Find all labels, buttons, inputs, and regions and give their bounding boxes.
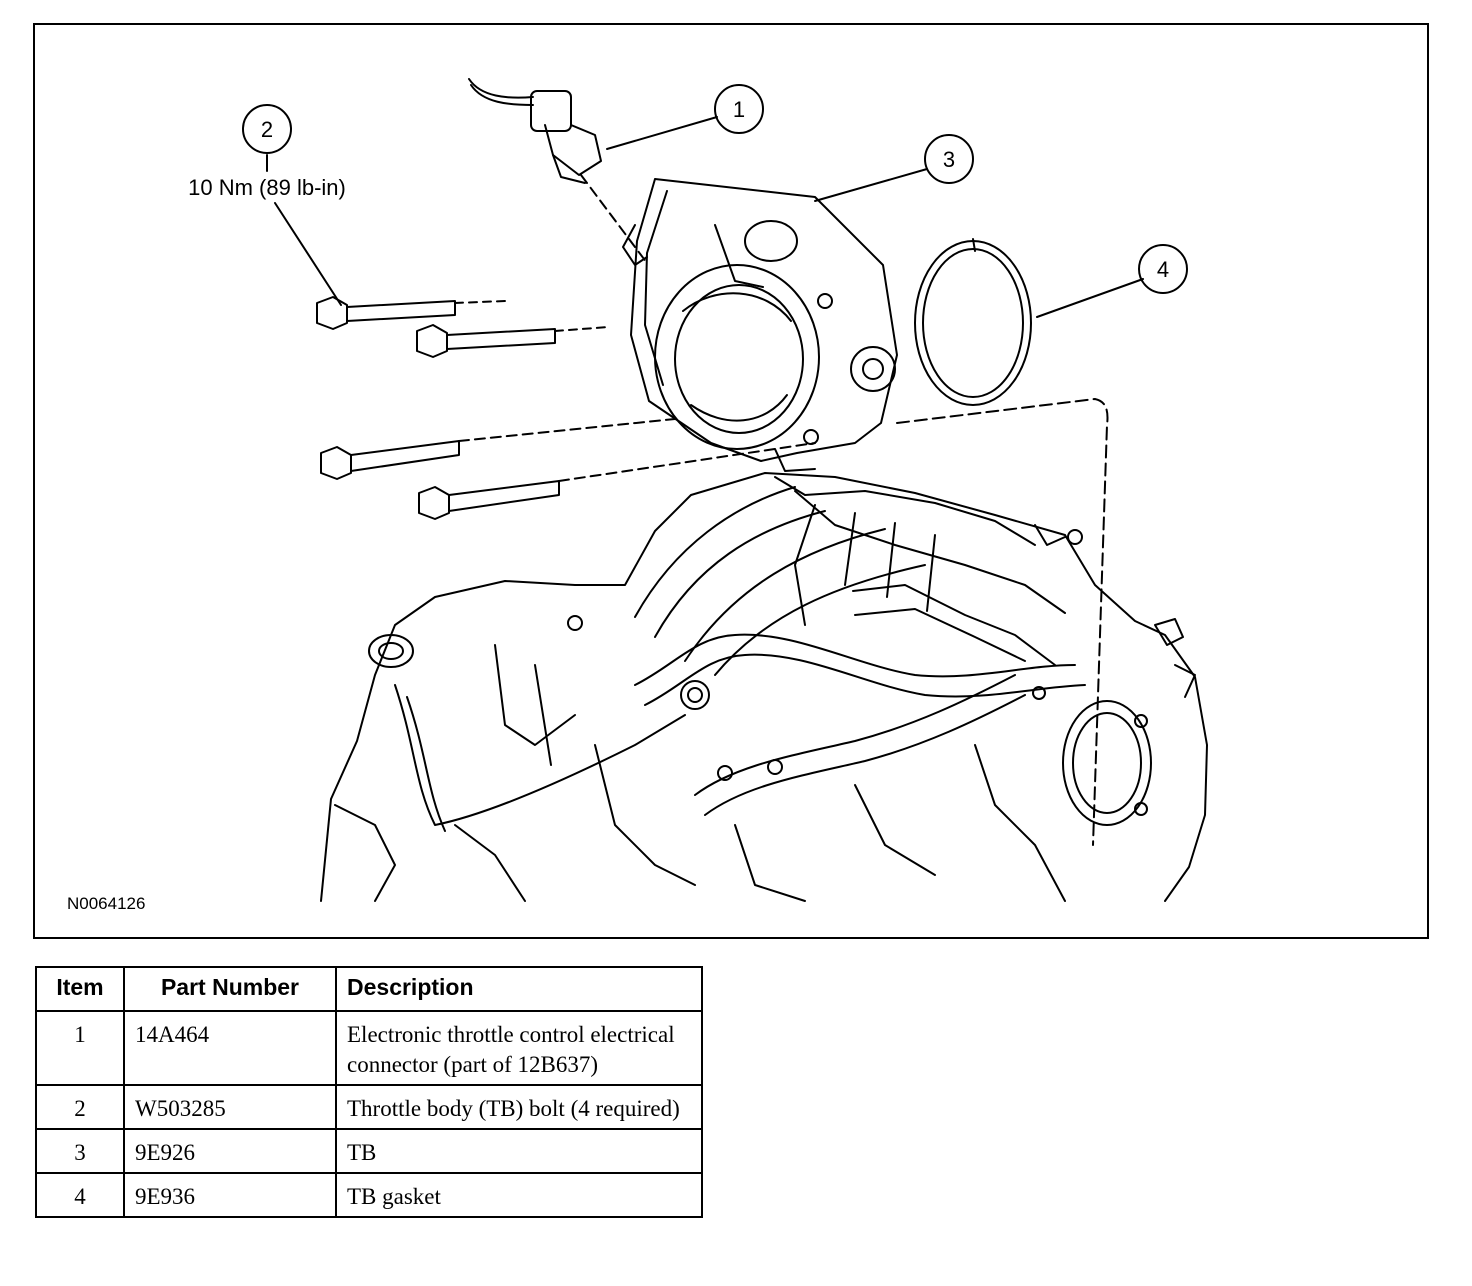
header-item: Item — [35, 966, 125, 1012]
table-row: 3 9E926 TB — [35, 1128, 703, 1174]
bolt-lower-left — [320, 418, 676, 480]
callout-label-2: 2 — [261, 117, 273, 142]
torque-spec-label: 10 Nm (89 lb-in) — [188, 175, 346, 200]
engine-intake-manifold-drawing — [320, 472, 1208, 902]
table-row: 1 14A464 Electronic throttle control ele… — [35, 1010, 703, 1086]
table-header-row: Item Part Number Description — [35, 966, 703, 1012]
gasket-drawing — [914, 238, 1032, 406]
table-row: 4 9E936 TB gasket — [35, 1172, 703, 1218]
header-description: Description — [335, 966, 703, 1012]
callout-circle-3 — [924, 134, 974, 184]
callout-label-1: 1 — [733, 97, 745, 122]
bolt-upper-left — [316, 296, 506, 330]
parts-table: Item Part Number Description 1 14A464 El… — [35, 966, 703, 1218]
table-row: 2 W503285 Throttle body (TB) bolt (4 req… — [35, 1084, 703, 1130]
header-part-number: Part Number — [123, 966, 337, 1012]
callout-circle-2 — [242, 104, 292, 154]
figure-id-label: N0064126 — [67, 894, 145, 913]
alignment-line — [896, 398, 1109, 846]
bolt-drawings — [316, 296, 816, 520]
bolt-lower-right — [418, 442, 816, 520]
cell-description: TB — [335, 1128, 703, 1174]
throttle-body-drawing — [622, 178, 898, 472]
callout-circle-4 — [1138, 244, 1188, 294]
cell-item: 4 — [35, 1172, 125, 1218]
callout-circle-1 — [714, 84, 764, 134]
cell-description: Throttle body (TB) bolt (4 required) — [335, 1084, 703, 1130]
cell-part-number: 9E926 — [123, 1128, 337, 1174]
cell-description: TB gasket — [335, 1172, 703, 1218]
callout-label-3: 3 — [943, 147, 955, 172]
cell-part-number: 14A464 — [123, 1010, 337, 1086]
bolt-upper-right — [416, 324, 610, 358]
cell-item: 3 — [35, 1128, 125, 1174]
exploded-view-illustration: 1 2 3 4 10 Nm (89 lb-in) N0064126 — [67, 78, 1208, 913]
cell-description: Electronic throttle control electrical c… — [335, 1010, 703, 1086]
cell-part-number: W503285 — [123, 1084, 337, 1130]
cell-item: 2 — [35, 1084, 125, 1130]
electrical-connector-drawing — [468, 78, 648, 264]
callout-label-4: 4 — [1157, 257, 1169, 282]
diagram-frame: 1 2 3 4 10 Nm (89 lb-in) N0064126 — [33, 23, 1429, 939]
cell-part-number: 9E936 — [123, 1172, 337, 1218]
cell-item: 1 — [35, 1010, 125, 1086]
leader-lines — [266, 116, 1144, 318]
